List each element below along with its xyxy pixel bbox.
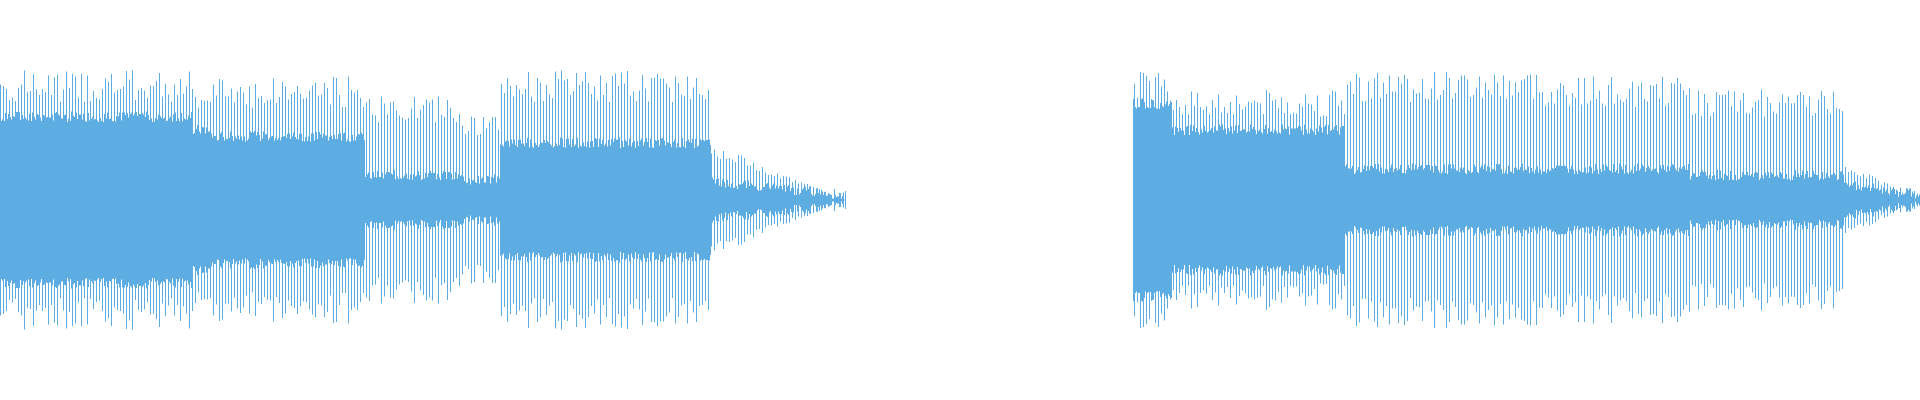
audio-clip-2[interactable] — [1132, 72, 1920, 328]
audio-clip-1[interactable] — [0, 70, 847, 330]
